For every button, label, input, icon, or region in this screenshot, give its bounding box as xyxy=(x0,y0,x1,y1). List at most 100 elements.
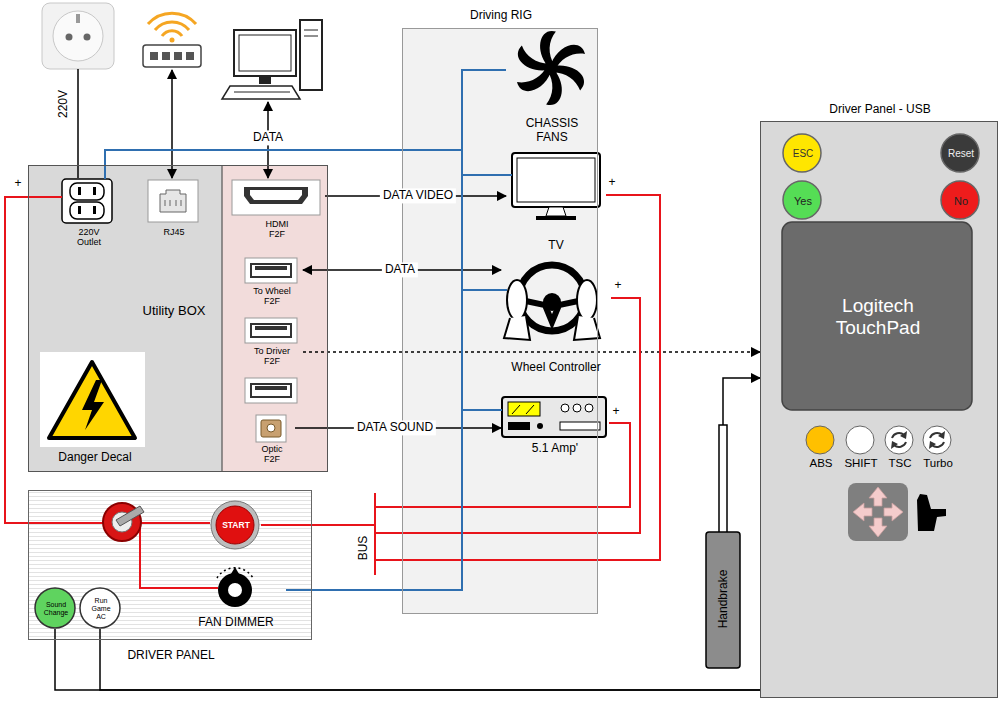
node-text: Wheel Controller xyxy=(511,361,601,375)
connector xyxy=(261,195,660,560)
rj45-icon xyxy=(160,190,186,212)
yes-button: Yes xyxy=(783,181,823,221)
dimmer-knob-icon xyxy=(228,583,242,597)
panel-buttons xyxy=(929,431,945,449)
node-text: Handbrake xyxy=(715,539,731,659)
data-wires xyxy=(77,69,79,178)
danger-decal-icon xyxy=(40,352,145,447)
router-icon xyxy=(143,45,201,67)
panel-buttons xyxy=(923,426,951,454)
panel-grounds xyxy=(222,165,328,472)
arrow-pad-icon xyxy=(853,503,872,521)
rj45-icon xyxy=(170,200,171,206)
connector xyxy=(286,70,506,590)
tsc-button: TSC xyxy=(881,425,919,475)
rj45-port: RJ45 xyxy=(144,179,204,247)
optic-port-icon xyxy=(256,415,286,442)
node-text: To Driver F2F xyxy=(248,346,296,367)
power-wires xyxy=(462,289,507,291)
steering-wheel-icon xyxy=(504,265,600,340)
computer-icon xyxy=(239,35,291,71)
turbo-button: Turbo xyxy=(919,425,957,475)
chassis-fans: CHASSIS FANS xyxy=(506,31,598,147)
steering-wheel-icon xyxy=(543,293,561,311)
handbrake-icon xyxy=(719,425,727,533)
router-icon xyxy=(148,13,196,24)
reset-button: Reset xyxy=(941,134,981,174)
panel-grounds xyxy=(28,28,998,698)
computer-icon xyxy=(222,86,300,99)
start-button-icon xyxy=(211,501,259,549)
computer-icon xyxy=(300,20,322,90)
amplifier: 5.1 Amp' xyxy=(501,396,609,460)
amplifier-icon xyxy=(526,405,534,414)
bus-label: BUS xyxy=(357,536,370,561)
node-text: CHASSIS FANS xyxy=(517,117,587,145)
amplifier-icon xyxy=(508,422,530,430)
monitor-icon xyxy=(512,153,600,207)
outlet-icon xyxy=(70,202,104,219)
utility-box: Utility BOX220V OutletRJ45Danger DecalHD… xyxy=(28,165,328,472)
router-icon xyxy=(162,31,182,36)
optic-port-icon xyxy=(261,420,281,437)
node-text: Optic F2F xyxy=(255,444,289,465)
panel-buttons xyxy=(846,426,874,454)
usb-port-icons xyxy=(245,258,297,283)
node-text: Danger Decal xyxy=(41,451,149,465)
node-text: Driving RIG xyxy=(403,9,599,23)
steering-wheel-icon xyxy=(504,316,530,340)
usb-port-icons xyxy=(251,264,291,277)
panel-grounds xyxy=(221,165,222,472)
fan-dimmer: FAN DIMMER xyxy=(186,563,286,635)
edge-label: DATA SOUND xyxy=(354,420,436,435)
polarity-mark: + xyxy=(608,176,615,189)
node-text: 5.1 Amp' xyxy=(501,442,609,456)
steering-wheel-icon xyxy=(574,316,600,340)
signal-label: DATA xyxy=(250,130,286,145)
data-wires xyxy=(171,70,173,178)
arrow-pad-icon xyxy=(869,487,887,506)
danger-decal-icon xyxy=(40,352,145,447)
power-wires xyxy=(462,174,512,176)
rig-frame: Driving RIGCHASSIS FANSTVWheel Controlle… xyxy=(402,28,598,614)
edge-label: DATA VIDEO xyxy=(380,188,456,203)
usb-port-icons xyxy=(251,384,291,397)
polarity-mark: + xyxy=(612,405,619,418)
danger-decal-icon xyxy=(49,362,135,438)
panel-buttons xyxy=(783,134,821,172)
run-button: Run Game AC xyxy=(81,589,121,629)
computer-icon xyxy=(234,30,296,76)
router-icon xyxy=(174,52,182,60)
start-button: START xyxy=(211,501,261,551)
amplifier-icon xyxy=(537,423,543,429)
panel-buttons xyxy=(806,426,834,454)
node-text: SHIFT xyxy=(836,457,886,470)
connector xyxy=(261,423,630,525)
outlet-icon xyxy=(93,187,96,195)
node-text: Reset xyxy=(943,148,979,160)
node-text: 220V Outlet xyxy=(69,227,109,248)
amplifier-icon xyxy=(512,405,520,414)
node-text: Yes xyxy=(785,195,821,208)
optic-port: Optic F2F xyxy=(249,413,295,469)
connector xyxy=(303,351,760,353)
usb-port: To Wheel F2F xyxy=(241,257,303,313)
hdmi-port-icon xyxy=(250,190,302,200)
usb-port-icons xyxy=(245,378,297,403)
outlet-icon xyxy=(93,206,96,214)
usb-port-icons xyxy=(251,324,291,337)
amplifier-icon xyxy=(508,402,540,416)
dimmer-knob-icon xyxy=(231,567,239,574)
handbrake: Handbrake xyxy=(706,425,740,668)
data-wires xyxy=(267,102,269,178)
polarity-mark: + xyxy=(14,177,21,190)
abs-button: ABS xyxy=(802,425,840,475)
node-text: ABS xyxy=(796,457,846,470)
hdmi-port-icon xyxy=(232,180,320,215)
panel-grounds xyxy=(760,121,998,698)
optic-port-icon xyxy=(267,424,275,432)
computer-icon xyxy=(304,36,318,37)
usb-port-icons xyxy=(245,258,297,403)
usb-port-icons xyxy=(255,266,287,270)
outlet-port: 220V Outlet xyxy=(59,179,119,261)
